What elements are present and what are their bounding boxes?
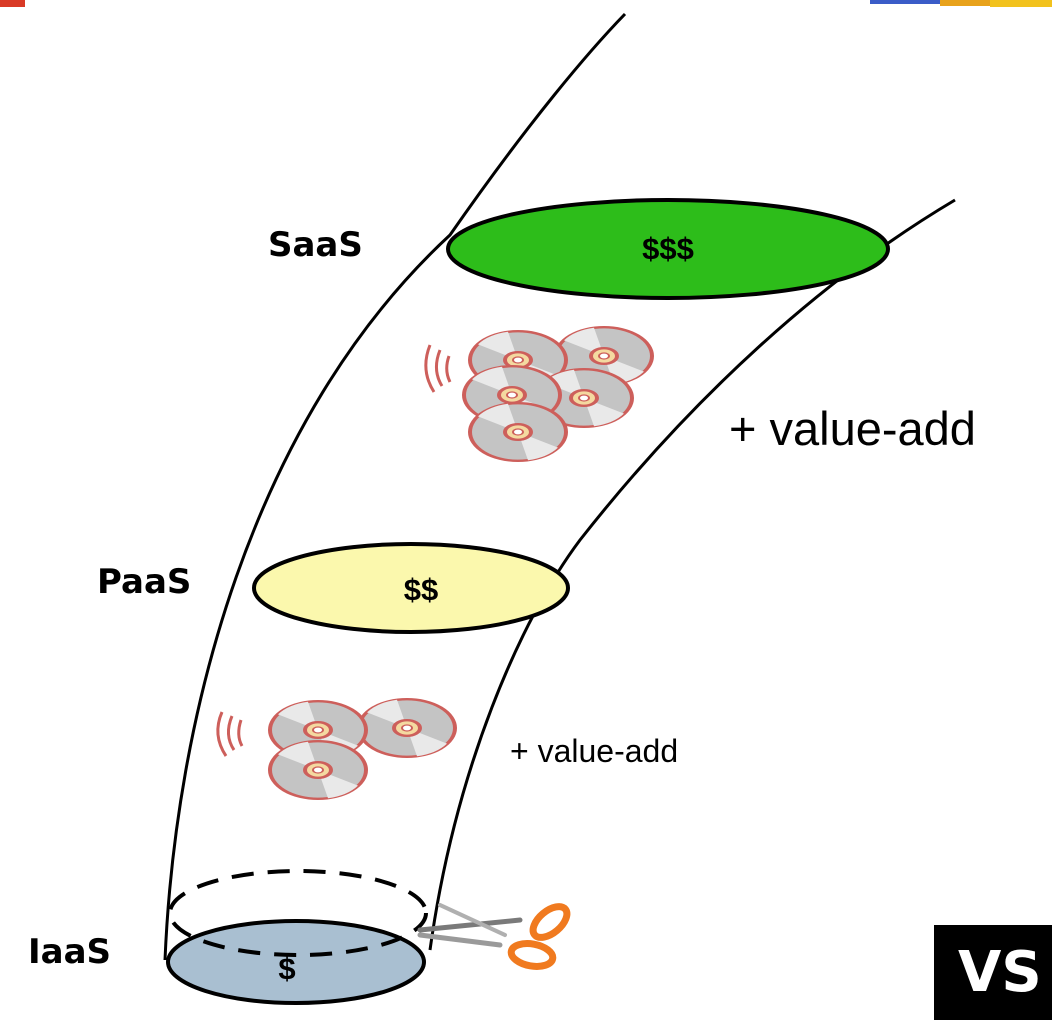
tube-left-edge (163, 12, 627, 961)
cd-stack-icon (216, 699, 455, 799)
saas-label: SaaS (268, 225, 363, 265)
vs-badge: VS (934, 925, 1052, 1020)
value-add-upper: + value-add (729, 402, 976, 455)
iaas-ellipse (166, 919, 426, 1005)
paas-label: PaaS (97, 562, 192, 602)
paas-ellipse (252, 542, 570, 634)
value-add-lower: + value-add (510, 733, 679, 769)
cd-stack-icon (424, 327, 652, 461)
tube-right-edge (428, 198, 956, 951)
top-banner-strip (0, 0, 1052, 7)
saas-ellipse (446, 198, 890, 300)
scissors-icon (417, 903, 571, 970)
paas-price: $$ (403, 572, 439, 607)
iaas-label: IaaS (28, 932, 112, 972)
saas-price: $$$ (642, 231, 694, 266)
iaas-price: $ (278, 951, 296, 986)
iaas-cut-ellipse (168, 869, 428, 957)
